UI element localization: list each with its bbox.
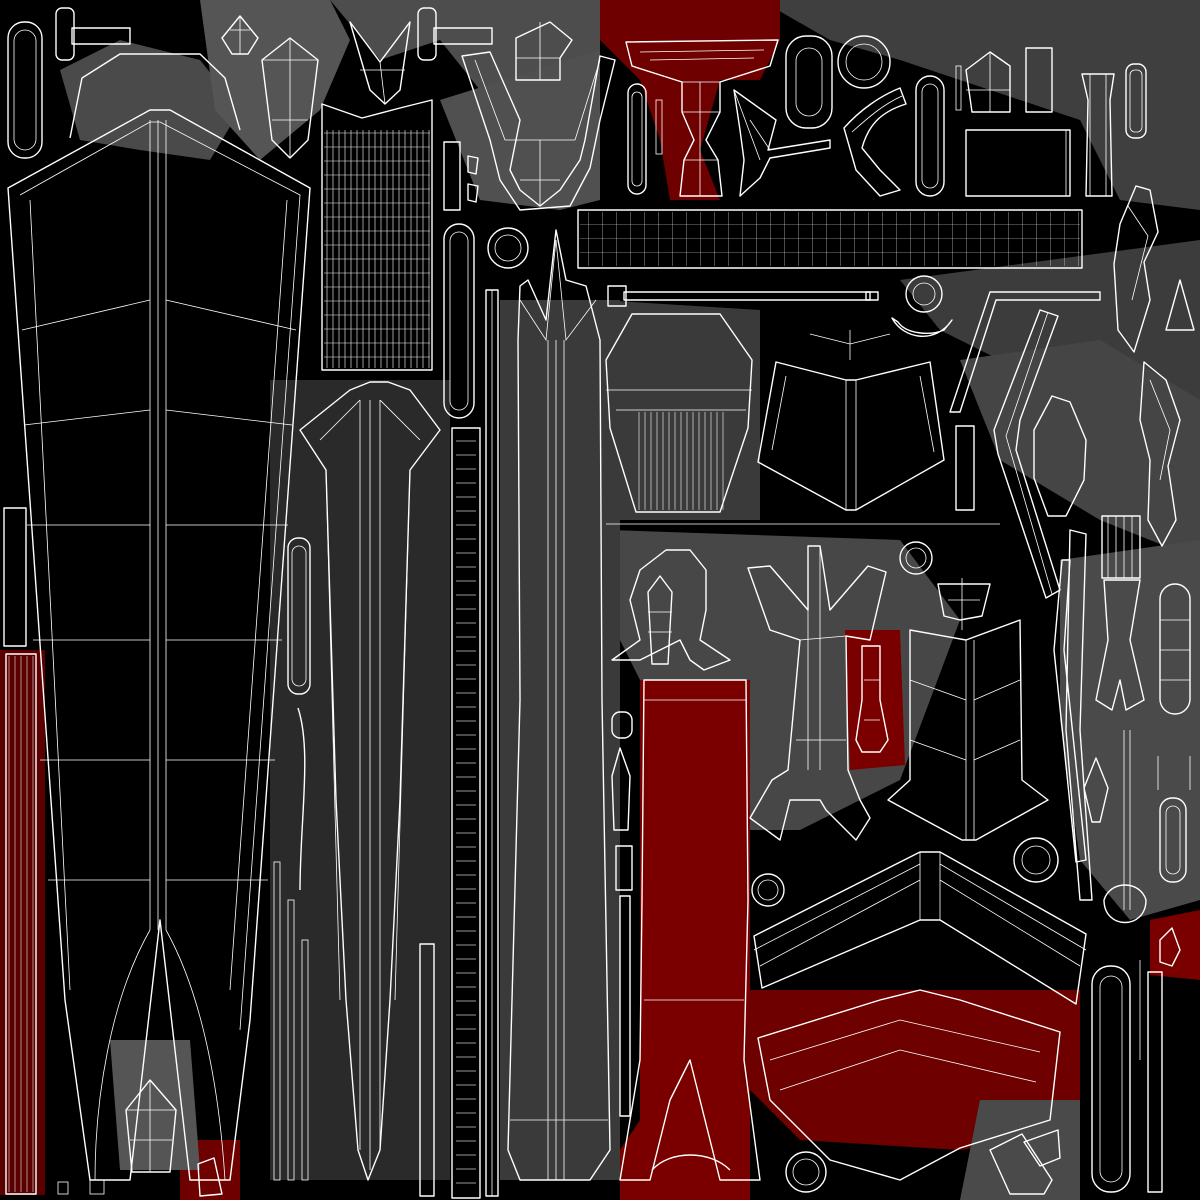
uv-island-mask-top (461, 51, 616, 211)
uv-island-book (757, 330, 945, 511)
bake-red-belt (620, 680, 750, 1200)
bake-grey-center-band (440, 50, 600, 210)
uv-island-pillar-right (1081, 73, 1115, 197)
uv-island-bulb (611, 549, 731, 671)
bake-grey-top-right (760, 0, 1200, 210)
uv-island-capsule-narrow (287, 537, 311, 695)
bake-red-small-right (1150, 910, 1200, 980)
uv-island-ring-bottom-b (751, 873, 785, 907)
uv-island-ring-bottom (785, 1151, 827, 1193)
uv-island-bar-small (655, 99, 663, 155)
uv-island-ring-right-lower (1013, 837, 1059, 883)
uv-island-wing-top (733, 89, 831, 197)
uv-island-claw-right-a (1113, 185, 1159, 353)
uv-island-ring-top (837, 35, 891, 89)
bake-red-handle (845, 630, 905, 770)
uv-island-capsule-tall-b (1125, 63, 1147, 139)
uv-island-spike-right (1165, 279, 1195, 331)
uv-island-open-panel (887, 619, 1049, 841)
uv-island-thin-bars-right (955, 65, 1067, 196)
uv-island-arc-mid (891, 317, 953, 337)
uv-island-small-grid-mid (955, 425, 975, 511)
uv-island-ring-cluster (899, 541, 933, 575)
uv-island-grid-panel (321, 99, 433, 371)
uv-island-hilt-right (1095, 515, 1145, 711)
uv-island-drop-small (611, 747, 631, 831)
uv-island-thin-bars-right-lower (1139, 756, 1191, 1060)
bake-grey-top-left (60, 40, 240, 160)
uv-island-capsule-mid (443, 223, 475, 419)
uv-island-hilt-small (937, 578, 991, 630)
uv-island-crown-top (349, 21, 411, 105)
uv-island-red-gem (1159, 927, 1181, 967)
uv-island-red-belt (619, 679, 761, 1181)
uv-island-curved-wire (297, 707, 306, 891)
uv-island-red-bell (625, 39, 779, 197)
uv-island-grid-small-right (1025, 47, 1053, 113)
uv-island-claw-right-b (1139, 361, 1181, 547)
uv-island-strip-small-b (615, 845, 633, 1117)
uv-island-skirt-upper (753, 851, 1087, 1005)
uv-island-bolt-top-left (55, 7, 131, 61)
uv-island-pole-vertical-b (485, 289, 499, 1197)
uv-island-capsule-small-b (611, 711, 633, 739)
uv-island-cape-panel (7, 109, 311, 1181)
uv-island-flag-top (515, 21, 573, 81)
uv-island-gem-top (261, 37, 319, 159)
uv-island-capsule-bottom-right (1091, 965, 1131, 1193)
uv-island-capsule-tall-a (915, 75, 945, 197)
uv-island-clasp-top (221, 15, 259, 55)
uv-island-pole-vertical-c (419, 943, 435, 1197)
uv-island-strip-bottom-right (1147, 971, 1163, 1193)
uv-island-shield (605, 313, 753, 513)
uv-island-gem-bottom-left (125, 1079, 177, 1173)
uv-island-capsule-ring (785, 35, 833, 129)
uv-island-block-bottom-right (989, 1129, 1061, 1195)
bake-grey-long-blade (500, 300, 620, 1180)
uv-island-hook-curve (843, 87, 907, 197)
uv-island-pole-horizontal (607, 285, 879, 307)
uv-island-thin-strips-left (273, 861, 309, 1181)
uv-island-pole-vertical-a (451, 427, 481, 1199)
uv-island-chest-armor (747, 545, 887, 841)
uv-island-left-edge-strips (3, 507, 37, 1195)
uv-island-grid-wide-right (965, 129, 1071, 197)
uv-island-red-handle (855, 645, 889, 753)
uv-island-strip-horizontal (577, 209, 1083, 269)
uv-island-rod-right-thin (1103, 730, 1147, 924)
uv-island-ring-mid (905, 275, 943, 313)
uv-island-oval-right (1159, 583, 1191, 715)
uv-island-sword-blade-left (299, 381, 441, 1181)
uv-island-arc-top-left (69, 53, 241, 139)
uv-island-spike-lower-right (1083, 757, 1109, 823)
uv-island-skirt-lower-red (757, 989, 1061, 1181)
uv-island-bolt-top-mid (417, 7, 493, 61)
uv-island-crown-right (965, 51, 1011, 113)
uv-island-tiny-bottom-left (57, 1157, 223, 1197)
uv-island-capsule-small-a (627, 83, 647, 195)
bake-grey-bottom-right (960, 1100, 1080, 1200)
uv-island-capsule-top-left (7, 21, 43, 159)
uv-island-frame-right-mid (949, 291, 1101, 413)
uv-island-sword-blade-center (507, 229, 611, 1181)
bake-red-top (600, 0, 780, 200)
uv-island-rod-diagonal (1053, 529, 1093, 901)
uv-island-capsule-right-lower (1159, 797, 1187, 883)
uv-island-drop-gem (1033, 395, 1087, 517)
uv-island-ring-left (487, 227, 529, 269)
uv-island-small-strips (443, 141, 479, 211)
